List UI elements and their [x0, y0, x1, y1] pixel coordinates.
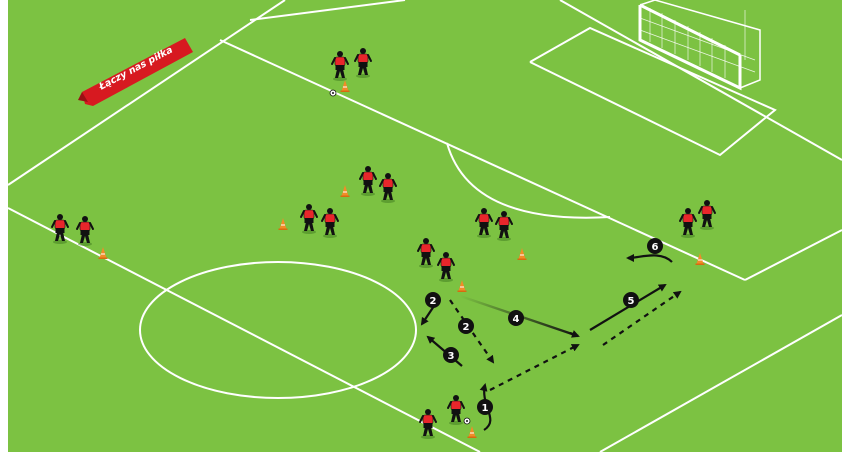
- svg-text:4: 4: [513, 314, 520, 325]
- svg-text:5: 5: [628, 296, 635, 307]
- step-marker-3: 3: [443, 347, 459, 363]
- step-marker-4: 4: [508, 310, 524, 326]
- step-marker-2b: 2: [458, 318, 474, 334]
- step-marker-6: 6: [647, 238, 663, 254]
- svg-text:2: 2: [463, 322, 470, 333]
- svg-text:3: 3: [448, 351, 455, 362]
- step-marker-1: 1: [477, 399, 493, 415]
- step-marker-5: 5: [623, 292, 639, 308]
- svg-text:1: 1: [482, 403, 489, 414]
- svg-text:2: 2: [430, 296, 437, 307]
- ball-icon: [464, 418, 470, 424]
- step-marker-2a: 2: [425, 292, 441, 308]
- ball-icon: [330, 90, 336, 96]
- svg-text:6: 6: [652, 242, 659, 253]
